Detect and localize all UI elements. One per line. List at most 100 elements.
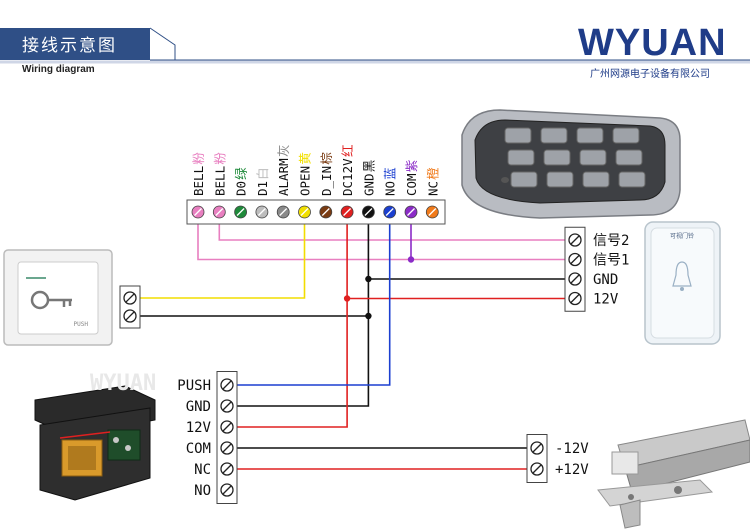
- doorbell-terminal-screw-slot: [570, 274, 580, 284]
- power-terminal-label-1: GND: [186, 399, 211, 415]
- keypad-pin-slot: [385, 208, 394, 216]
- wire-dc12v-red: [233, 218, 348, 428]
- keypad-pin-slot: [321, 208, 330, 216]
- lock-terminal-screw-slot: [532, 443, 542, 453]
- wire-open-yellow: [136, 218, 306, 299]
- power-terminal-label-3: COM: [186, 441, 211, 457]
- header: 接线示意图 Wiring diagram WYUAN 广州网源电子设备有限公司: [0, 0, 750, 80]
- pin-color-name: 蓝: [383, 167, 398, 180]
- page-title: 接线示意图: [22, 36, 117, 56]
- doorbell-terminal-label-3: 12V: [593, 292, 619, 308]
- keypad-pin-slot: [215, 208, 224, 216]
- electric-lock-device: [597, 419, 750, 529]
- pin-label: D0: [234, 181, 249, 196]
- exit-button-device: PUSH: [3, 249, 113, 346]
- keypad-key: [612, 127, 640, 144]
- wire-junction: [407, 256, 415, 263]
- wires: [136, 218, 569, 470]
- pin-label: BELL: [212, 166, 227, 196]
- pin-label: BELL: [191, 166, 206, 196]
- keypad-terminal-strip: [186, 199, 446, 225]
- keypad-key: [540, 127, 568, 144]
- pin-label: COM: [404, 173, 419, 196]
- lock-terminal-screw-slot: [532, 464, 542, 474]
- keypad-pin-label-9: NO蓝: [383, 167, 398, 196]
- pin-color-name: 粉: [212, 152, 227, 165]
- keypad-pin-label-6: D_IN棕: [319, 152, 334, 196]
- keypad-key: [546, 171, 574, 188]
- wire-bell-2: [218, 218, 569, 241]
- page-subtitle: Wiring diagram: [22, 64, 95, 75]
- wire-no-blue: [233, 218, 391, 386]
- lock-terminal-label-1: +12V: [555, 462, 589, 478]
- pin-label: OPEN: [298, 166, 313, 196]
- brand-logo: WYUAN: [578, 22, 727, 64]
- keypad-pin-slot: [194, 208, 202, 216]
- keypad-pin-slot: [364, 208, 373, 216]
- doorbell-device: 可视门铃: [644, 221, 721, 345]
- pin-color-name: 绿: [234, 167, 249, 180]
- power-terminal-label-0: PUSH: [177, 378, 211, 394]
- power-terminal-screw-slot: [222, 401, 232, 411]
- power-terminal-label-2: 12V: [186, 420, 212, 436]
- keypad-pin-slot: [257, 208, 266, 216]
- power-terminal-screw-slot: [222, 422, 232, 432]
- keypad-key: [579, 149, 607, 166]
- power-terminal-screw-slot: [222, 443, 232, 453]
- wire-gnd-black: [233, 218, 370, 407]
- keypad-pin-label-11: NC橙: [425, 167, 440, 196]
- power-terminal-label-5: NO: [194, 483, 211, 499]
- pin-label: DC12V: [340, 158, 355, 196]
- doorbell-label: 可视门铃: [670, 232, 694, 240]
- keypad-pin-label-3: D1白: [255, 167, 270, 196]
- keypad-pin-label-2: D0绿: [234, 167, 249, 196]
- keypad-key: [576, 127, 604, 144]
- doorbell-terminal-label-2: GND: [593, 272, 618, 288]
- header-notch: [149, 27, 176, 60]
- bell-icon: [672, 261, 692, 287]
- pin-label: ALARM: [276, 158, 291, 196]
- keypad-key: [543, 149, 571, 166]
- pin-color-name: 棕: [319, 152, 334, 165]
- doorbell-terminal-screw-slot: [570, 255, 580, 264]
- doorbell-terminal-screw-slot: [570, 294, 580, 303]
- keypad-key: [507, 149, 535, 166]
- pin-label: GND: [361, 173, 376, 196]
- watermark: WYUAN: [90, 371, 156, 396]
- wire-junction: [365, 312, 372, 320]
- wire-bell-1: [197, 218, 569, 261]
- keypad-pin-slot: [279, 208, 288, 216]
- keypad-pin-slot: [343, 208, 352, 216]
- keypad-pin-slot: [236, 208, 245, 216]
- doorbell-terminal-screw-slot: [570, 235, 580, 245]
- keypad-pin-slot: [300, 208, 309, 216]
- keypad-keys: [504, 127, 646, 188]
- pin-color-name: 白: [255, 167, 270, 180]
- pin-color-name: 橙: [425, 167, 440, 180]
- pin-color-name: 黑: [361, 160, 376, 173]
- wire-junction: [343, 295, 351, 302]
- pin-label: NO: [383, 181, 398, 196]
- keypad-key: [618, 171, 646, 188]
- exit-button-terminal-screw-slot: [125, 311, 135, 321]
- keypad-device: [461, 109, 681, 219]
- pin-color-name: 灰: [276, 144, 291, 157]
- power-terminal-screw-slot: [222, 380, 232, 390]
- pin-label: D1: [255, 181, 270, 196]
- lock-terminal-label-0: -12V: [555, 441, 589, 457]
- wire-junction: [365, 275, 372, 283]
- keypad-key: [510, 171, 538, 188]
- keypad-pin-slot: [407, 208, 415, 216]
- key-icon: [30, 290, 72, 310]
- title-box: 接线示意图: [0, 28, 150, 60]
- pin-color-name: 黄: [298, 152, 313, 165]
- keypad-pin-slot: [428, 208, 437, 216]
